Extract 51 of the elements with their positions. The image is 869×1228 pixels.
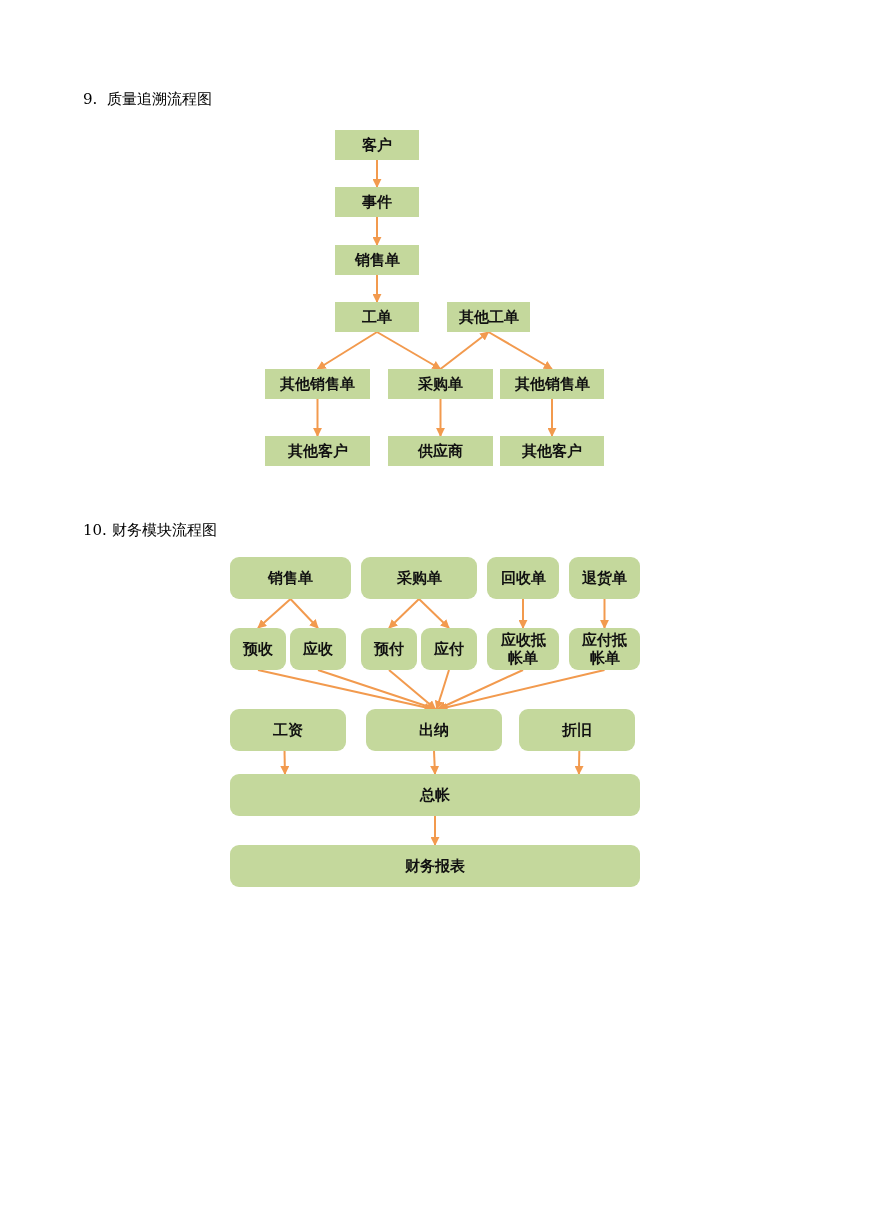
process-box: 工单 (335, 302, 419, 332)
arrow (439, 331, 490, 370)
process-box: 应付 (421, 628, 477, 670)
arrow (372, 159, 382, 188)
arrow (518, 598, 528, 629)
process-box: 采购单 (361, 557, 477, 599)
arrow (257, 598, 292, 629)
process-box: 折旧 (519, 709, 635, 751)
arrow (376, 331, 442, 370)
arrow (418, 598, 450, 629)
arrow (574, 750, 584, 775)
arrow (388, 598, 420, 629)
process-box: 工资 (230, 709, 346, 751)
process-box: 预付 (361, 628, 417, 670)
process-box: 事件 (335, 187, 419, 217)
arrow (388, 669, 437, 710)
process-box: 客户 (335, 130, 419, 160)
arrow (547, 398, 557, 437)
process-box: 其他客户 (500, 436, 604, 466)
process-box: 销售单 (230, 557, 351, 599)
arrow (280, 750, 290, 775)
process-box: 总帐 (230, 774, 640, 816)
arrow (430, 750, 440, 775)
process-box: 应收抵帐单 (487, 628, 559, 670)
process-box: 其他销售单 (265, 369, 370, 399)
process-box: 预收 (230, 628, 286, 670)
process-box: 其他销售单 (500, 369, 604, 399)
arrow (600, 598, 609, 629)
arrow (434, 669, 450, 710)
arrow (436, 398, 445, 437)
arrow (372, 216, 382, 246)
process-box: 应收 (290, 628, 346, 670)
process-box: 退货单 (569, 557, 640, 599)
process-box: 采购单 (388, 369, 493, 399)
arrow (289, 598, 319, 629)
arrow (487, 331, 553, 370)
arrow (316, 331, 378, 370)
process-box: 财务报表 (230, 845, 640, 887)
arrow (430, 815, 440, 846)
arrow (313, 398, 322, 437)
process-box: 销售单 (335, 245, 419, 275)
process-box: 其他客户 (265, 436, 370, 466)
section-heading: 9. 质量追溯流程图 (83, 90, 212, 109)
process-box: 出纳 (366, 709, 502, 751)
process-box: 其他工单 (447, 302, 530, 332)
arrow (437, 669, 524, 710)
section-heading: 10. 财务模块流程图 (83, 521, 217, 540)
process-box: 供应商 (388, 436, 493, 466)
process-box: 回收单 (487, 557, 559, 599)
arrow (372, 274, 382, 303)
process-box: 应付抵帐单 (569, 628, 640, 670)
